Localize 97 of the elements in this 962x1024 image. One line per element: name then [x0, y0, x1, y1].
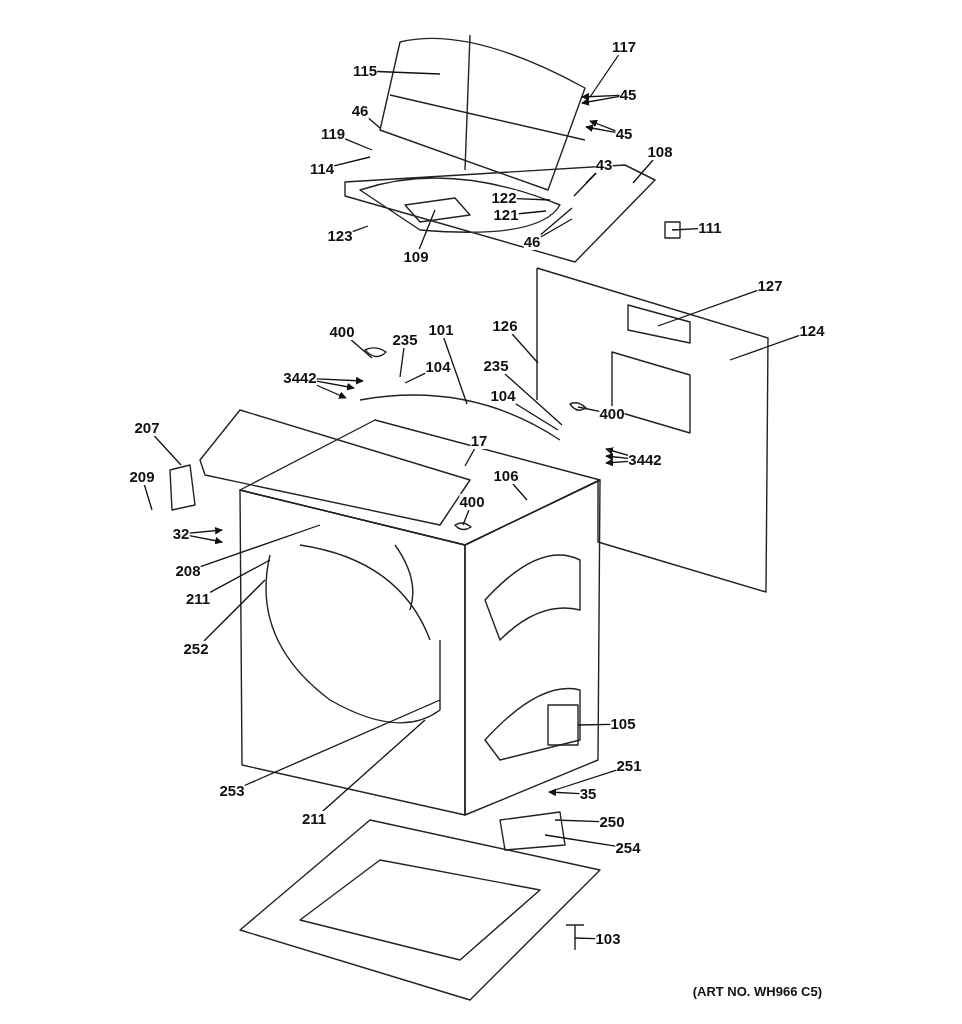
- leader-line: [188, 526, 223, 535]
- callout-number: 121: [493, 207, 519, 223]
- leader-line: [153, 435, 182, 466]
- leader-line: [203, 579, 266, 642]
- callout-number: 3442: [628, 452, 662, 468]
- leader-line: [517, 210, 547, 215]
- callout-number: 46: [523, 234, 541, 250]
- leader-line: [581, 95, 621, 106]
- leader-line: [418, 209, 436, 250]
- callout-number: 101: [428, 322, 454, 338]
- leader-line: [573, 172, 597, 197]
- callout-number: 235: [483, 358, 509, 374]
- callout-number: 17: [470, 433, 488, 449]
- leader-line: [577, 723, 612, 726]
- callout-number: 400: [459, 494, 485, 510]
- callout-number: 46: [351, 103, 369, 119]
- leader-line: [367, 117, 381, 129]
- leader-line: [554, 819, 601, 823]
- callout-number: 104: [425, 359, 451, 375]
- callout-number: 114: [309, 161, 335, 177]
- callout-number: 43: [595, 157, 613, 173]
- leader-line: [554, 769, 618, 791]
- callout-number: 253: [219, 783, 245, 799]
- callout-number: 207: [134, 420, 160, 436]
- leader-line: [539, 207, 573, 236]
- callout-number: 119: [320, 126, 346, 142]
- leader-line: [462, 509, 470, 526]
- leader-line: [333, 156, 371, 167]
- leader-line: [351, 225, 369, 233]
- leader-line: [404, 372, 427, 384]
- leader-line: [504, 373, 563, 426]
- callout-number: 400: [599, 406, 625, 422]
- leader-line: [605, 452, 629, 461]
- callout-number: 400: [329, 324, 355, 340]
- leader-line: [443, 337, 468, 405]
- callout-number: 126: [492, 318, 518, 334]
- callout-number: 108: [647, 144, 673, 160]
- leader-line: [188, 535, 223, 545]
- leader-line: [316, 380, 355, 391]
- callout-number: 208: [175, 563, 201, 579]
- callout-number: 123: [327, 228, 353, 244]
- callout-number: 35: [579, 786, 597, 802]
- callout-number: 45: [619, 87, 637, 103]
- leader-line: [605, 447, 629, 456]
- callout-number: 127: [757, 278, 783, 294]
- leader-line: [585, 124, 617, 134]
- callout-number: 32: [172, 526, 190, 542]
- callout-number: 103: [595, 931, 621, 947]
- callout-number: 3442: [283, 370, 317, 386]
- leader-line: [322, 719, 426, 812]
- callout-number: 211: [185, 591, 211, 607]
- callout-number: 115: [352, 63, 378, 79]
- callout-number: 252: [183, 641, 209, 657]
- callout-number: 111: [698, 220, 722, 236]
- leader-line: [209, 559, 271, 594]
- leader-line: [539, 218, 573, 238]
- callout-number: 254: [615, 840, 641, 856]
- callout-number: 251: [616, 758, 642, 774]
- leader-line: [589, 119, 617, 132]
- leader-line: [544, 834, 617, 847]
- leader-line: [515, 197, 551, 201]
- callout-number: 124: [799, 323, 825, 339]
- leader-line: [143, 484, 153, 511]
- leader-line: [514, 403, 559, 431]
- leader-line: [199, 524, 321, 568]
- art-number-note: (ART NO. WH966 C5): [692, 984, 822, 999]
- leader-line: [350, 339, 373, 359]
- callout-number: 122: [491, 190, 517, 206]
- leader-line: [605, 458, 629, 467]
- callout-number: 45: [615, 126, 633, 142]
- leader-line: [657, 289, 759, 327]
- callout-number: 211: [301, 811, 327, 827]
- callout-number: 105: [610, 716, 636, 732]
- leader-line: [548, 788, 581, 797]
- leader-line: [511, 333, 539, 364]
- callout-number: 104: [490, 388, 516, 404]
- leader-line: [729, 334, 801, 361]
- callout-number: 109: [403, 249, 429, 265]
- leader-line: [632, 159, 654, 184]
- leader-line: [316, 376, 364, 385]
- leader-line: [464, 448, 476, 467]
- callout-number: 106: [493, 468, 519, 484]
- callout-number: 235: [392, 332, 418, 348]
- leader-line: [577, 406, 601, 413]
- leader-line: [589, 54, 620, 98]
- leader-line: [243, 699, 441, 787]
- leader-line: [671, 227, 699, 231]
- leader-line: [344, 138, 373, 151]
- leader-line: [399, 347, 405, 378]
- callout-number: 250: [599, 814, 625, 830]
- leader-line: [376, 70, 441, 75]
- leader-line: [574, 937, 597, 940]
- leader-line: [581, 92, 621, 101]
- leader-line: [512, 483, 528, 501]
- callout-number: 209: [129, 469, 155, 485]
- callout-number: 117: [611, 39, 637, 55]
- leader-line: [316, 384, 347, 399]
